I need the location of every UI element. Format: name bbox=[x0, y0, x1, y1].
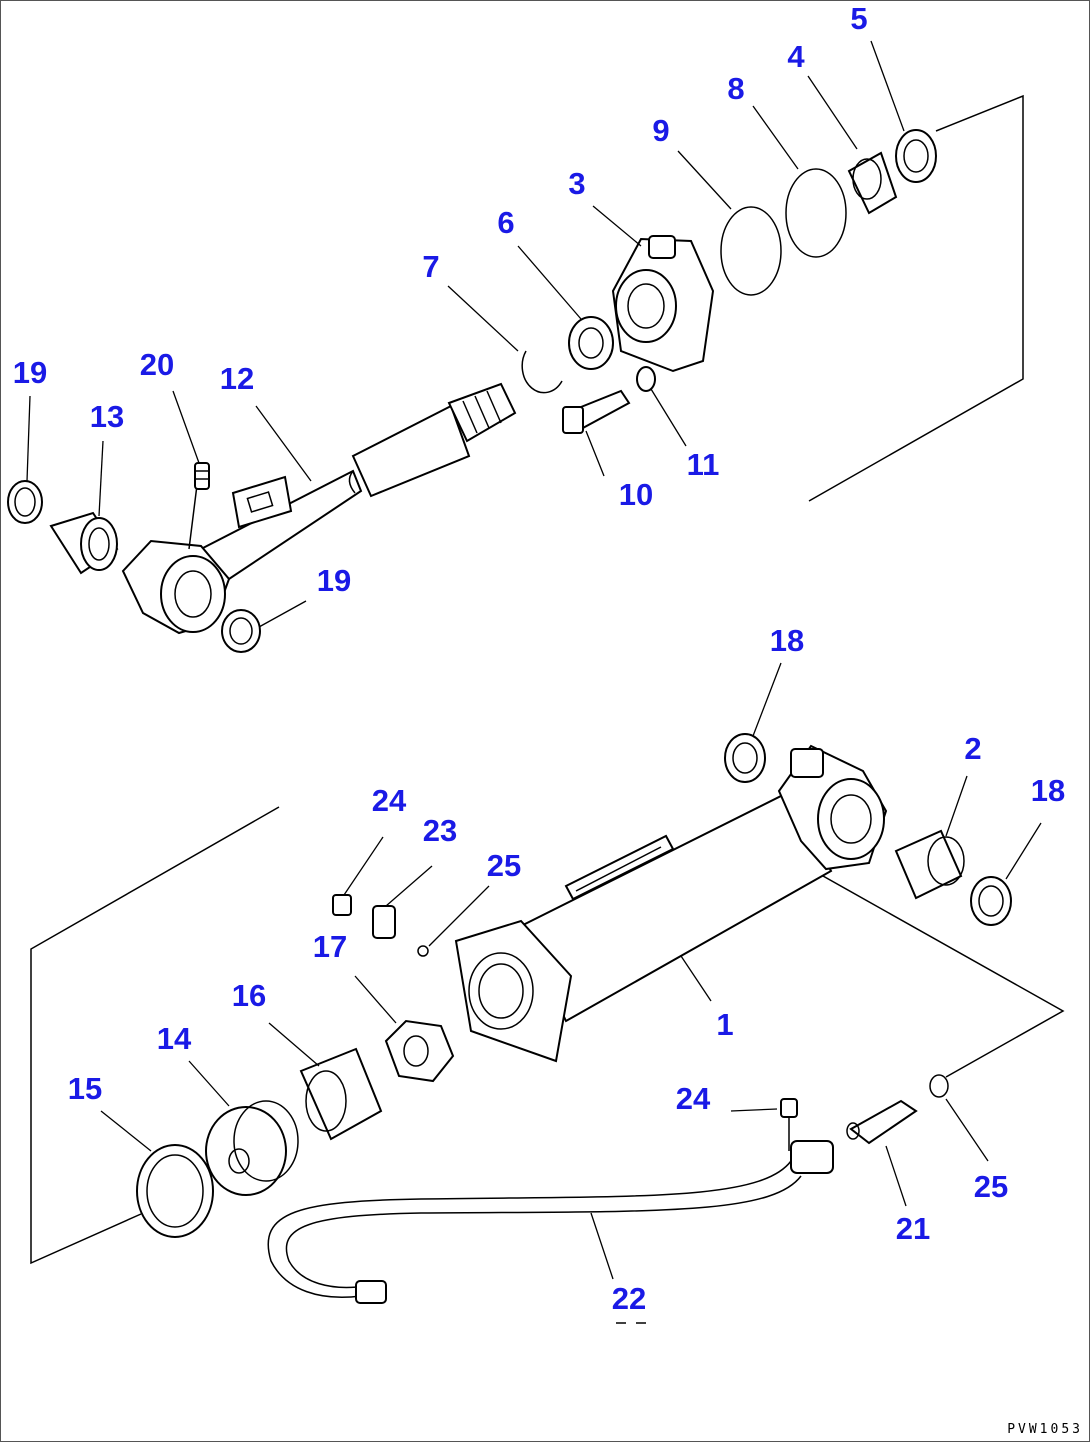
piston-rod-part bbox=[199, 382, 517, 585]
callout-7: 7 bbox=[422, 249, 439, 284]
callout-24-lower: 24 bbox=[676, 1081, 711, 1116]
tube-dust-seal-part bbox=[724, 733, 1012, 926]
callout-8: 8 bbox=[727, 71, 744, 106]
callout-13: 13 bbox=[90, 399, 124, 434]
wear-ring-part bbox=[299, 1047, 383, 1141]
callout-19-right: 19 bbox=[317, 563, 351, 598]
rod-seal-part bbox=[895, 129, 937, 183]
callout-5: 5 bbox=[850, 1, 867, 36]
leader-lines bbox=[26, 40, 1042, 1280]
callout-21: 21 bbox=[896, 1211, 930, 1246]
assembly-outline-upper bbox=[808, 94, 1024, 502]
callout-12: 12 bbox=[220, 361, 254, 396]
callout-17: 17 bbox=[313, 929, 347, 964]
callout-4: 4 bbox=[787, 39, 805, 74]
drawing-code: PVW1053 bbox=[1007, 1422, 1083, 1437]
callout-25-upper: 25 bbox=[487, 848, 521, 883]
nut-part bbox=[568, 316, 614, 370]
bolt-part bbox=[562, 389, 631, 434]
hose-plug-part bbox=[780, 1098, 798, 1151]
callout-9: 9 bbox=[652, 113, 669, 148]
assembly-outline-lower bbox=[30, 806, 1065, 1265]
check-ball-part bbox=[929, 1074, 949, 1098]
snap-ring-part bbox=[521, 350, 563, 394]
callout-11: 11 bbox=[687, 447, 720, 482]
dust-seal-part bbox=[7, 480, 261, 653]
bushing-part bbox=[49, 511, 119, 575]
callout-16: 16 bbox=[232, 978, 266, 1013]
callout-1: 1 bbox=[716, 1007, 733, 1042]
rod-eye-part bbox=[121, 468, 231, 635]
cylinder-head-part bbox=[611, 235, 715, 373]
grease-hose-part bbox=[267, 1140, 834, 1304]
grease-fitting-part bbox=[194, 462, 210, 490]
piston-part bbox=[205, 1100, 299, 1196]
callout-19-left: 19 bbox=[13, 355, 47, 390]
callout-3: 3 bbox=[568, 166, 585, 201]
callout-labels: 5 4 8 9 3 6 7 11 10 12 20 13 19 19 18 2 … bbox=[13, 1, 1065, 1316]
piston-seal-part bbox=[136, 1144, 214, 1238]
callout-2: 2 bbox=[964, 731, 981, 766]
tube-flange-part bbox=[454, 919, 573, 1063]
callout-20: 20 bbox=[140, 347, 174, 382]
callout-14: 14 bbox=[157, 1021, 192, 1056]
tube-eye-part bbox=[777, 744, 888, 871]
callout-24-upper: 24 bbox=[372, 783, 407, 818]
callout-6: 6 bbox=[497, 205, 514, 240]
o-ring-part bbox=[720, 168, 847, 296]
callout-23: 23 bbox=[423, 813, 457, 848]
plug-part bbox=[332, 894, 429, 957]
grease-nipple-part bbox=[846, 1099, 918, 1145]
tube-bushing-part bbox=[894, 829, 965, 900]
washer-part bbox=[636, 366, 656, 392]
piston-nut-part bbox=[384, 1019, 455, 1083]
callout-25-lower: 25 bbox=[974, 1169, 1008, 1204]
callout-18-lower: 18 bbox=[1031, 773, 1065, 808]
callout-15: 15 bbox=[68, 1071, 102, 1106]
callout-22: 22 bbox=[612, 1281, 646, 1316]
callout-10: 10 bbox=[619, 477, 653, 512]
head-bushing-part bbox=[847, 151, 898, 215]
callout-18-upper: 18 bbox=[770, 623, 804, 658]
